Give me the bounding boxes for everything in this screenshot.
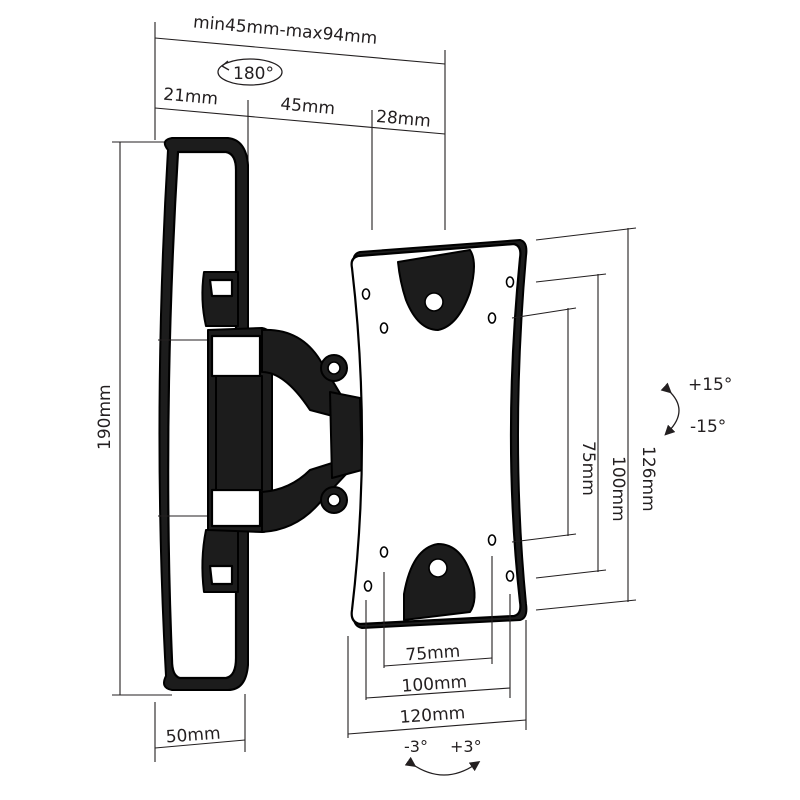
height-dimension: 190mm <box>95 141 172 696</box>
rotation-ellipse-icon <box>217 58 283 86</box>
vesa-h-75-label: 75mm <box>405 642 461 666</box>
vesa-v-126-top-ext <box>535 227 637 241</box>
rotation-arrow-icon <box>221 60 230 71</box>
vesa-vertical-dimensions: 75mm 100mm 126mm <box>511 227 658 611</box>
swivel-right-label: +3° <box>450 737 482 756</box>
swivel-left-label: -3° <box>404 737 428 756</box>
vesa-v-75-label: 75mm <box>578 441 598 496</box>
tilt-up-label: +15° <box>688 375 732 395</box>
depth-a-label: 21mm <box>162 85 218 110</box>
width-dimension: 50mm <box>154 694 246 762</box>
vesa-v-100-top-ext <box>535 273 607 283</box>
tilt-down-label: -15° <box>690 417 726 437</box>
vesa-h-120-label: 120mm <box>399 703 466 728</box>
wall-plate-slot-top-inner <box>208 278 234 298</box>
vesa-h-120-line <box>347 719 527 735</box>
vesa-plate <box>350 239 528 629</box>
vesa-hole-100-tl <box>379 322 389 334</box>
arm-bottom <box>261 457 351 533</box>
vesa-bolt-top-icon <box>424 292 444 312</box>
depth-dimension-line <box>154 107 446 135</box>
height-plate-label: 190mm <box>95 384 115 450</box>
depth-b-label: 45mm <box>279 94 335 119</box>
vesa-hole-100-br <box>487 534 497 546</box>
vesa-horizontal-dimensions: 75mm 100mm 120mm <box>347 556 527 738</box>
tilt-indicator: +15° -15° <box>660 375 732 437</box>
vesa-plate-body <box>350 242 522 626</box>
vesa-h-75-line <box>383 657 493 667</box>
wall-plate <box>158 137 249 691</box>
hinge-bottom-cap <box>210 488 262 528</box>
vesa-v-75-bottom-ext <box>511 533 577 543</box>
vesa-hole-120-tr <box>505 276 515 288</box>
tilt-knob-bottom-center-icon <box>327 493 341 507</box>
hinge-top-cap <box>210 334 262 378</box>
vesa-hole-100-bl <box>379 546 389 558</box>
vesa-plate-notch-bottom <box>403 543 476 621</box>
tilt-knob-top-center-icon <box>327 361 341 375</box>
vesa-v-100-label: 100mm <box>608 456 628 522</box>
vesa-hole-100-tr <box>487 312 497 324</box>
hinge-barrel <box>215 375 263 491</box>
vesa-v-126-label: 126mm <box>638 446 658 512</box>
vesa-plate-notch-top <box>397 249 475 331</box>
tilt-arc-icon <box>660 382 680 436</box>
vesa-hole-120-tl <box>361 288 371 300</box>
vesa-v-100-bottom-ext <box>535 569 607 579</box>
vesa-bolt-bottom-icon <box>428 558 448 578</box>
wall-plate-slot-bottom-inner <box>208 564 234 586</box>
width-plate-label: 50mm <box>165 724 221 748</box>
vesa-v-75-top-ext <box>511 307 577 319</box>
vesa-hole-120-bl <box>363 580 373 592</box>
swivel-arc-icon <box>404 756 481 776</box>
hinge-block <box>207 327 273 533</box>
width-dimension-line <box>154 739 246 749</box>
min-max-dimension-line <box>154 37 446 65</box>
vesa-v-126-bottom-ext <box>535 599 637 611</box>
vesa-h-100-label: 100mm <box>401 672 468 697</box>
depth-c-label: 28mm <box>375 107 431 132</box>
swivel-indicator: -3° +3° <box>404 737 482 776</box>
rotation-label: 180° <box>233 64 274 84</box>
arm-joint <box>329 391 363 479</box>
swivel-arm <box>261 328 363 533</box>
vesa-hole-120-br <box>505 570 515 582</box>
vesa-h-100-line <box>365 687 511 699</box>
